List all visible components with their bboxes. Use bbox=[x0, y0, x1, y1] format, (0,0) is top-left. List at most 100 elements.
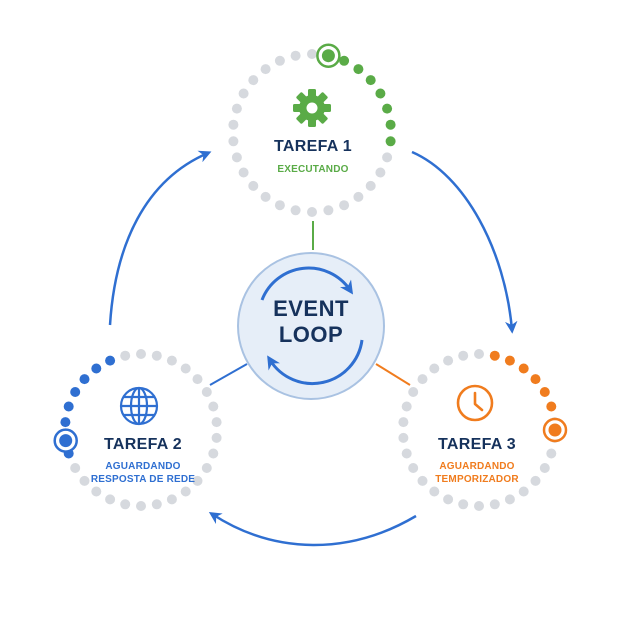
ring-dot bbox=[382, 152, 393, 163]
ring-dot bbox=[79, 475, 90, 486]
ring-dot bbox=[382, 103, 393, 114]
ring-dot bbox=[228, 119, 239, 130]
ring-dot bbox=[201, 387, 212, 397]
ring-dot bbox=[151, 350, 162, 361]
ring-dot bbox=[539, 463, 550, 473]
ring-dot bbox=[91, 486, 102, 497]
ring-dot bbox=[398, 417, 409, 428]
connector-task-3 bbox=[375, 363, 411, 386]
ring-dot bbox=[474, 501, 484, 511]
ring-dot bbox=[63, 401, 74, 412]
ring-dot bbox=[353, 64, 364, 75]
ring-dot bbox=[307, 49, 317, 59]
ring-dot bbox=[238, 88, 249, 99]
connector-task-2 bbox=[209, 363, 248, 386]
ring-dot bbox=[91, 363, 102, 374]
ring-dot bbox=[417, 475, 428, 486]
ring-dot bbox=[151, 499, 162, 510]
ring-dot bbox=[105, 494, 116, 505]
active-marker bbox=[321, 49, 335, 63]
task-2-progress-ring bbox=[53, 349, 222, 511]
ring-dot bbox=[530, 475, 541, 486]
ring-dot bbox=[180, 363, 191, 374]
ring-dot bbox=[401, 401, 412, 412]
ring-dot bbox=[211, 417, 222, 428]
ring-dot bbox=[79, 374, 90, 385]
ring-dot bbox=[353, 191, 364, 202]
active-marker bbox=[548, 423, 562, 437]
task-1-status: EXECUTANDO bbox=[228, 163, 398, 176]
ring-dot bbox=[443, 494, 454, 505]
task-3-title: TAREFA 3 bbox=[438, 436, 516, 453]
event-loop-line-2: LOOP bbox=[278, 322, 344, 347]
task-1-progress-ring bbox=[228, 43, 396, 217]
ring-dot bbox=[260, 64, 271, 75]
ring-dot bbox=[429, 486, 440, 497]
ring-dot bbox=[323, 205, 334, 216]
ring-dot bbox=[180, 486, 191, 497]
ring-dot bbox=[290, 50, 301, 61]
ring-dot bbox=[539, 387, 550, 397]
task-3-status-line-2: TEMPORIZADOR bbox=[435, 474, 519, 485]
clock-icon bbox=[456, 384, 494, 422]
ring-dot bbox=[365, 180, 376, 191]
ring-dot bbox=[192, 475, 203, 486]
ring-dot bbox=[238, 167, 249, 178]
ring-dot bbox=[105, 355, 116, 366]
ring-dot bbox=[192, 374, 203, 385]
ring-dot bbox=[70, 463, 81, 473]
ring-dot bbox=[211, 432, 222, 443]
ring-dot bbox=[120, 499, 131, 510]
ring-dot bbox=[166, 494, 177, 505]
ring-dot bbox=[546, 401, 557, 412]
active-marker bbox=[59, 434, 73, 448]
ring-dot bbox=[274, 200, 285, 211]
ring-dot bbox=[290, 205, 301, 216]
ring-dot bbox=[385, 136, 396, 147]
ring-dot bbox=[231, 103, 242, 114]
ring-dot bbox=[231, 152, 242, 163]
ring-dot bbox=[398, 432, 409, 443]
ring-dot bbox=[375, 88, 386, 99]
ring-dot bbox=[546, 448, 557, 459]
task-2-status-line-2: RESPOSTA DE REDE bbox=[90, 474, 196, 485]
ring-dot bbox=[375, 167, 386, 178]
ring-dot bbox=[504, 494, 515, 505]
task-2-title: TAREFA 2 bbox=[104, 436, 182, 453]
ring-dot bbox=[401, 448, 412, 459]
ring-dot bbox=[208, 401, 219, 412]
ring-dot bbox=[518, 486, 529, 497]
ring-dot bbox=[136, 501, 146, 511]
ring-dot bbox=[458, 350, 469, 361]
ring-dot bbox=[228, 136, 239, 147]
ring-dot bbox=[136, 349, 146, 359]
task-3-status: AGUARDANDO TEMPORIZADOR bbox=[392, 460, 562, 486]
task-2-status-line-1: AGUARDANDO bbox=[105, 461, 181, 472]
ring-dot bbox=[408, 463, 419, 473]
cycle-arrow-task2-to-task1 bbox=[108, 150, 212, 326]
ring-dot bbox=[504, 355, 515, 366]
ring-dot bbox=[443, 355, 454, 366]
task-1-status-line-1: EXECUTANDO bbox=[277, 164, 349, 175]
ring-dot bbox=[530, 374, 541, 385]
ring-dot bbox=[201, 463, 212, 473]
ring-dot bbox=[248, 75, 259, 86]
task-3-status-line-1: AGUARDANDO bbox=[439, 461, 515, 472]
event-loop-line-1: EVENT bbox=[273, 296, 349, 321]
ring-dot bbox=[274, 55, 285, 66]
ring-dot bbox=[166, 355, 177, 366]
event-loop-label: EVENT LOOP bbox=[237, 296, 385, 348]
ring-dot bbox=[339, 55, 350, 66]
ring-dot bbox=[365, 75, 376, 86]
ring-dot bbox=[208, 448, 219, 459]
ring-dot bbox=[489, 499, 500, 510]
globe-icon bbox=[119, 386, 159, 426]
gear-icon bbox=[293, 89, 331, 127]
cycle-arrow-task3-to-task2 bbox=[208, 511, 417, 547]
ring-dot bbox=[429, 363, 440, 374]
ring-dot bbox=[385, 119, 396, 130]
loop-arrow-bottom bbox=[267, 339, 364, 385]
ring-dot bbox=[260, 191, 271, 202]
task-3-progress-ring bbox=[398, 349, 568, 511]
